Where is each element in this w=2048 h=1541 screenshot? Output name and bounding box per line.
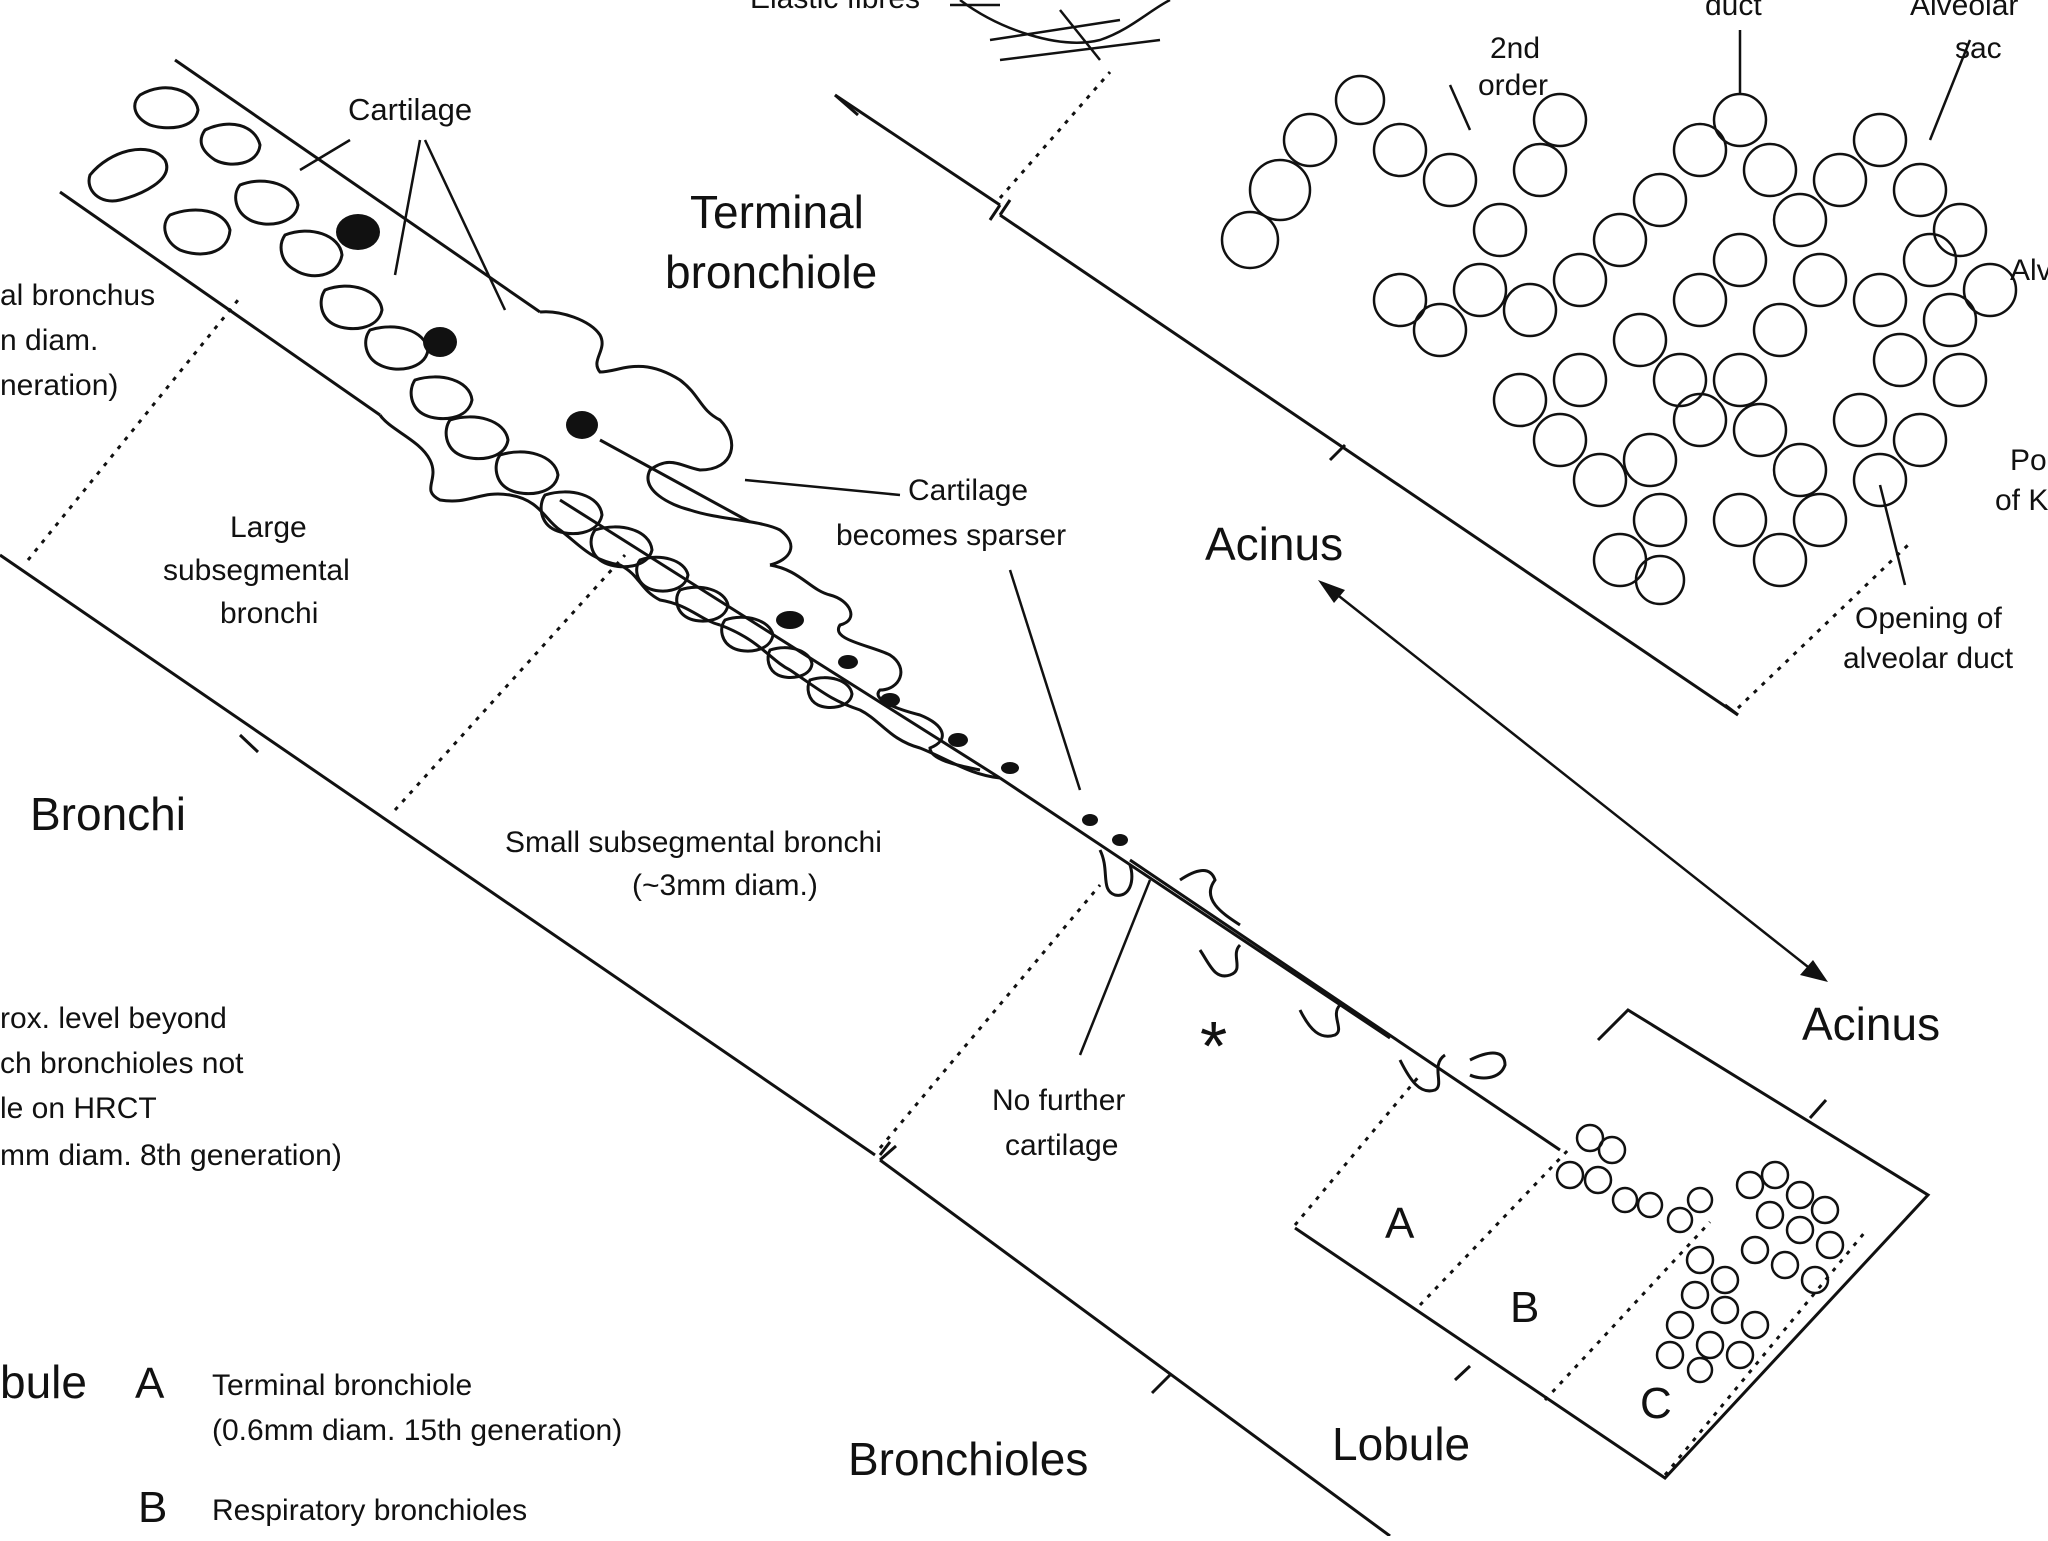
bronchi-bracket: [0, 553, 892, 1157]
label-hrct-line2: ch bronchioles not: [0, 1047, 244, 1080]
label-bronchioles: Bronchioles: [848, 1433, 1088, 1485]
label-elastic-fibres: Elastic fibres: [750, 0, 920, 15]
legend-b-letter: B: [138, 1483, 167, 1532]
label-acinus-right: Acinus: [1802, 998, 1940, 1050]
label-terminal-bronchiole-line2: bronchiole: [665, 246, 877, 298]
label-pores-line1: Po: [2010, 444, 2047, 477]
cartilage-plates: [87, 86, 854, 709]
label-no-further-line2: cartilage: [1005, 1129, 1118, 1162]
label-hrct-line3: le on HRCT: [0, 1092, 157, 1125]
acinus-cluster-small: [1555, 1123, 1845, 1384]
terminal-bronchiole-bracket: [834, 93, 1002, 221]
label-acinus-middle: Acinus: [1205, 518, 1343, 570]
asterisk-marker: *: [1200, 1007, 1227, 1085]
label-opening-line2: alveolar duct: [1843, 642, 2014, 675]
bronchioles-bracket: [879, 1144, 1391, 1538]
label-small-subseg-line1: Small subsegmental bronchi: [505, 826, 882, 859]
label-lobule: Lobule: [1332, 1418, 1470, 1470]
label-alveolar-duct-top: duct: [1705, 0, 1762, 22]
zone-a-label: A: [1385, 1199, 1415, 1248]
legend-a-letter: A: [135, 1359, 165, 1408]
acinus-bracket: [998, 199, 1739, 717]
label-no-further-line1: No further: [992, 1084, 1125, 1117]
dotted-dividers: [26, 71, 1910, 1476]
label-terminal-bronchiole-line1: Terminal: [690, 186, 864, 238]
label-large-subseg-line2: subsegmental: [163, 554, 350, 587]
label-lobule-legend: bule: [0, 1356, 87, 1408]
label-large-subseg-line3: bronchi: [220, 597, 318, 630]
label-cartilage: Cartilage: [348, 92, 472, 127]
label-bronchi: Bronchi: [30, 788, 186, 840]
legend-a-line2: (0.6mm diam. 15th generation): [212, 1414, 622, 1447]
label-second-order-line1: 2nd: [1490, 32, 1540, 65]
label-hrct-line4: mm diam. 8th generation): [0, 1139, 342, 1172]
acinus-arrow: [1318, 580, 1828, 982]
label-alv-edge: Alv: [2010, 254, 2048, 287]
label-pores-line2: of K: [1995, 484, 2048, 517]
leader-lines: [299, 3, 1972, 1056]
label-cartilage-sparser-line2: becomes sparser: [836, 519, 1066, 552]
zone-c-label: C: [1640, 1379, 1672, 1428]
legend-b-line1: Respiratory bronchioles: [212, 1494, 527, 1527]
label-hrct-line1: rox. level beyond: [0, 1002, 227, 1035]
acinus-cluster-large: [959, 0, 2018, 606]
label-segmental-line1: al bronchus: [0, 279, 155, 312]
legend-a-line1: Terminal bronchiole: [212, 1369, 472, 1402]
label-segmental-line2: n diam.: [0, 324, 98, 357]
label-cartilage-sparser-line1: Cartilage: [908, 474, 1028, 507]
label-segmental-line3: neration): [0, 369, 118, 402]
bronchiole-branches: [1098, 849, 1507, 1093]
bronchus-tube: [59, 58, 1561, 1152]
label-small-subseg-line2: (~3mm diam.): [632, 869, 818, 902]
label-alveolar-sac-line1: Alveolar: [1910, 0, 2018, 22]
label-alveolar-sac-line2: sac: [1955, 32, 2002, 65]
lobule-box: [1294, 1008, 1931, 1480]
cartilage-dark-plates: [336, 214, 1128, 846]
label-opening-line1: Opening of: [1855, 602, 2002, 635]
label-second-order-line2: order: [1478, 69, 1548, 102]
zone-b-label: B: [1510, 1283, 1539, 1332]
label-large-subseg-line1: Large: [230, 511, 307, 544]
